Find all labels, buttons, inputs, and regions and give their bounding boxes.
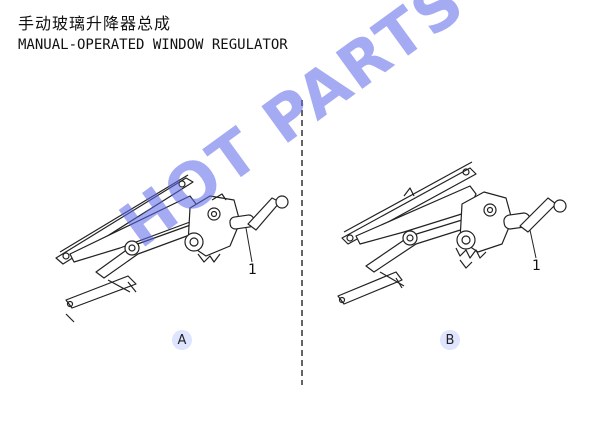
callout-number-b: 1 — [532, 258, 541, 274]
view-label-a: A — [172, 330, 192, 350]
guide-rail-b — [341, 167, 477, 245]
callout-number-a: 1 — [248, 262, 257, 278]
regulator-assembly-b — [337, 161, 567, 305]
guide-rail-a — [55, 177, 194, 265]
regulator-assembly-a — [55, 174, 289, 323]
lower-arm-b — [337, 271, 403, 305]
title-chinese: 手动玻璃升降器总成 — [18, 14, 172, 33]
gear-sector-b — [455, 247, 487, 259]
title-english: MANUAL-OPERATED WINDOW REGULATOR — [18, 37, 288, 53]
crank-knob-b — [553, 199, 567, 213]
lower-arm-a — [65, 275, 137, 309]
crank-knob-a — [275, 195, 289, 209]
title-block: 手动玻璃升降器总成 MANUAL-OPERATED WINDOW REGULAT… — [18, 14, 288, 54]
gear-sector-a — [197, 253, 221, 263]
crank-arm-a — [247, 197, 281, 231]
view-label-b: B — [440, 330, 460, 350]
